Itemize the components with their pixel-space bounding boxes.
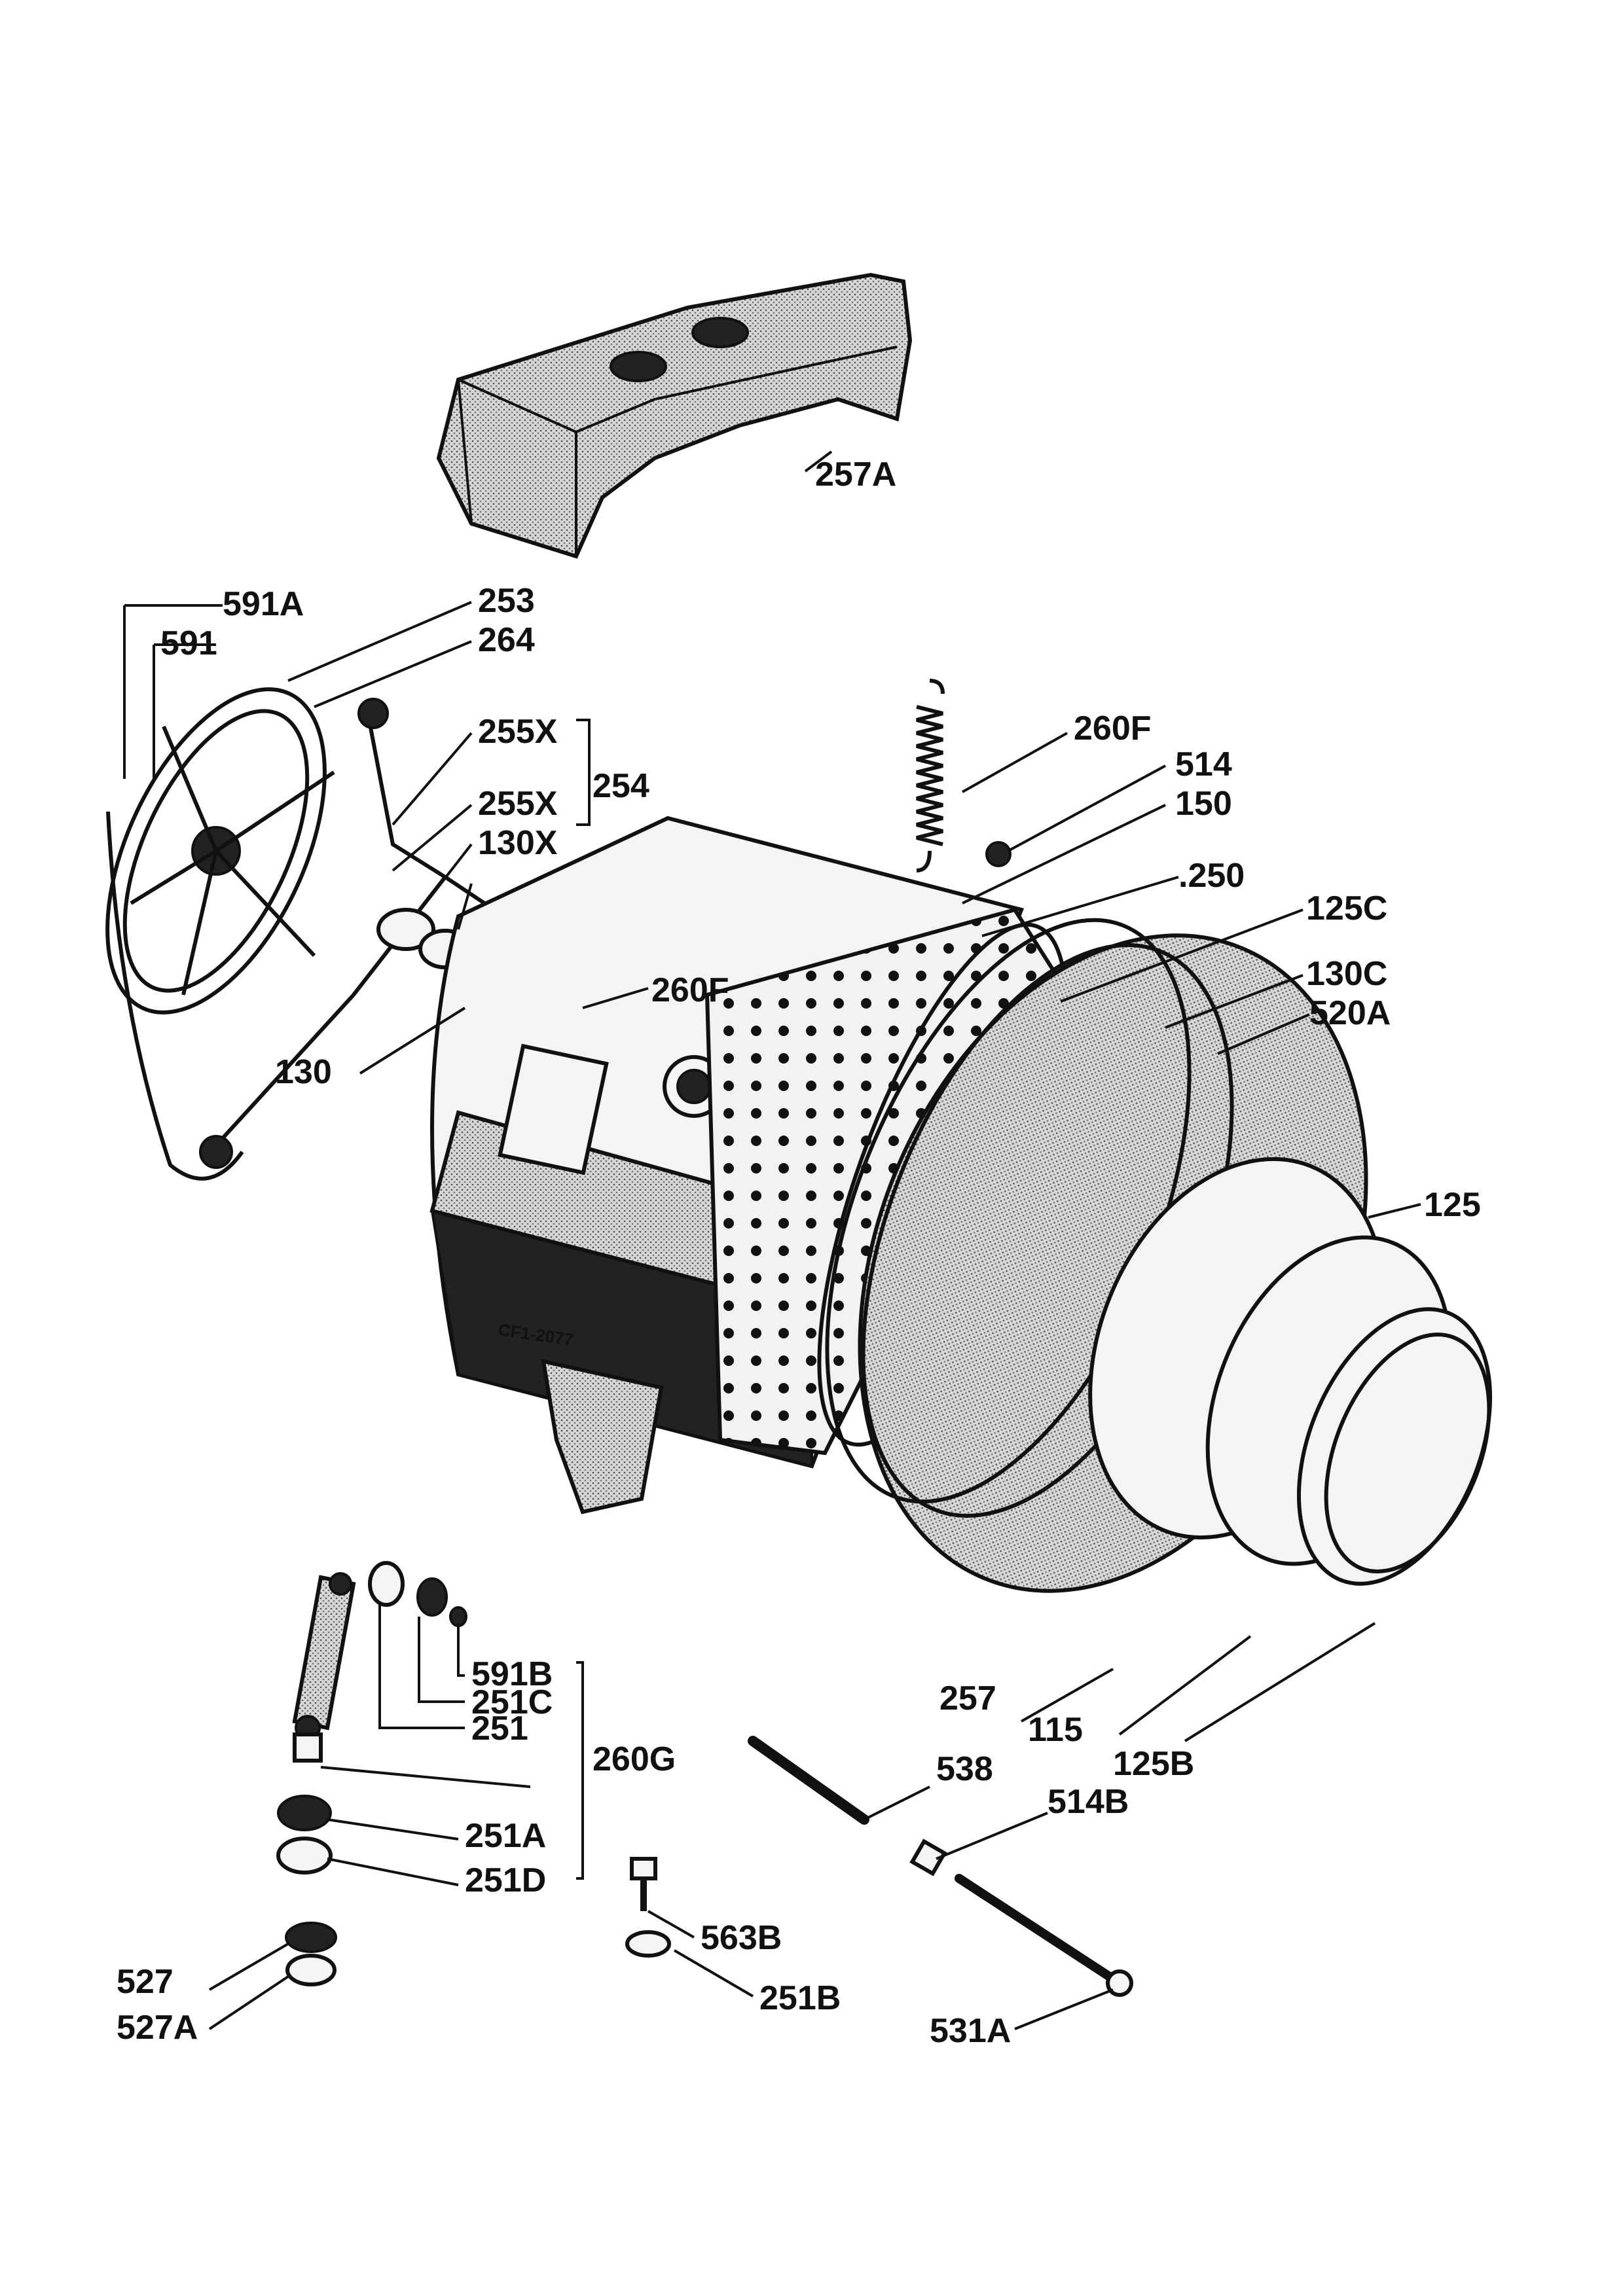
- label-563b: 563B: [701, 1919, 782, 1957]
- label-130x: 130X: [478, 824, 558, 862]
- pin-538-part: [748, 1736, 869, 1825]
- label-150: 150: [1175, 785, 1232, 823]
- label-125b: 125B: [1113, 1745, 1194, 1783]
- label-251b: 251B: [759, 1979, 841, 2017]
- label-130c: 130C: [1306, 955, 1387, 993]
- label-591b: 591B: [471, 1655, 553, 1693]
- label-251d: 251D: [465, 1861, 546, 1899]
- label-251a: 251A: [465, 1817, 546, 1855]
- label-514: 514: [1175, 745, 1232, 783]
- label-257: 257: [939, 1679, 996, 1717]
- label-520a: 520A: [1309, 994, 1391, 1032]
- label-125: 125: [1424, 1186, 1481, 1224]
- label-538: 538: [936, 1750, 993, 1788]
- label-531a: 531A: [930, 2012, 1011, 2050]
- leader-lines: [123, 450, 1421, 2030]
- counterweight-part: [436, 272, 913, 559]
- suspension-spring-top: [916, 679, 945, 872]
- label-255x-lower: 255X: [478, 785, 558, 823]
- label-255x-upper: 255X: [478, 713, 558, 751]
- label-527a: 527A: [117, 2009, 198, 2047]
- label-527: 527: [117, 1963, 173, 2001]
- screw-563b-part: [625, 1857, 671, 1958]
- label-591a: 591A: [223, 585, 304, 623]
- label-591: 591: [160, 624, 217, 662]
- screw-514-part: [985, 841, 1012, 867]
- label-514b: 514B: [1048, 1783, 1129, 1821]
- tub-front-part: [825, 918, 1493, 1593]
- label-251: 251: [471, 1710, 528, 1748]
- label-260g: 260G: [593, 1740, 676, 1778]
- label-254: 254: [593, 767, 649, 805]
- label-257a: 257A: [815, 456, 896, 493]
- shock-absorber-part: [276, 1561, 467, 1986]
- pulley-part: [105, 687, 335, 1181]
- label-253: 253: [478, 582, 535, 620]
- label-260f-top: 260F: [1074, 709, 1152, 747]
- label-125c: 125C: [1306, 889, 1387, 927]
- bolt-531a-part: [909, 1839, 1133, 1997]
- label-260f-side: 260F: [651, 971, 729, 1009]
- label-115: 115: [1028, 1711, 1083, 1749]
- label-264: 264: [478, 621, 535, 659]
- label-130: 130: [275, 1053, 332, 1091]
- label-251c: 251C: [471, 1683, 553, 1721]
- label-250: .250: [1178, 857, 1245, 895]
